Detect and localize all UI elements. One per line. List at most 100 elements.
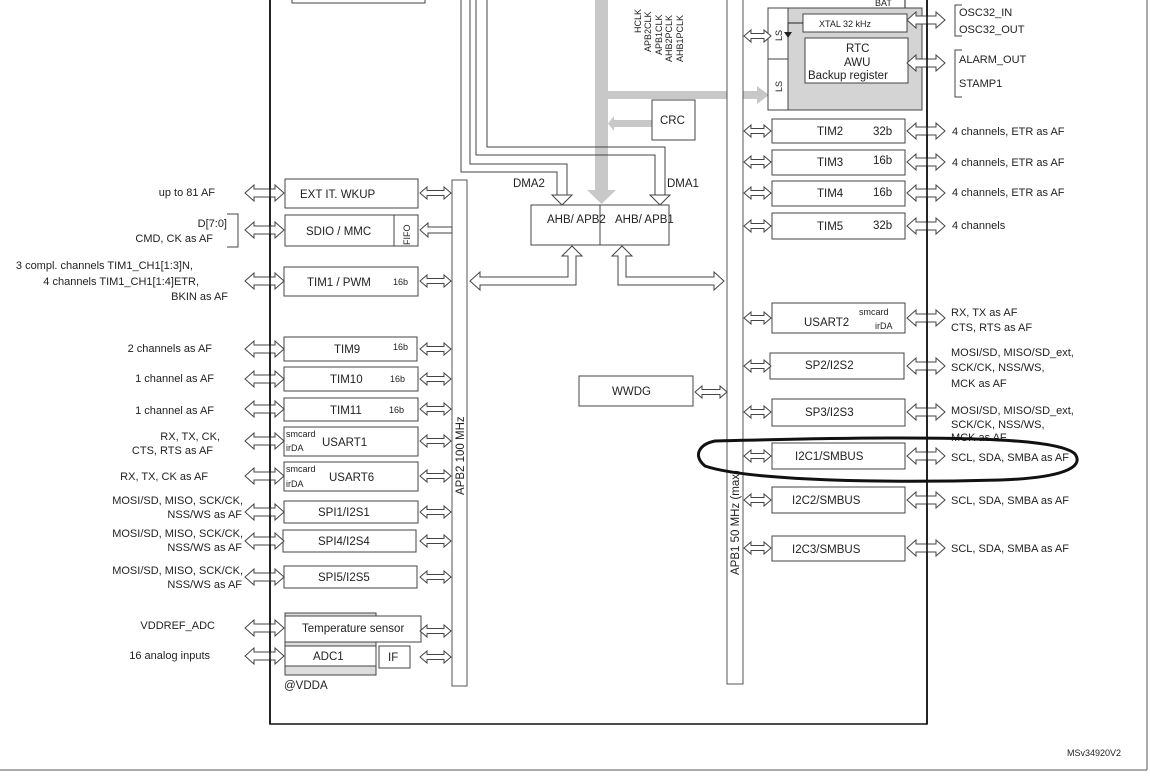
signal-analog: 16 analog inputs (129, 650, 210, 662)
alarm-out: ALARM_OUT (959, 54, 1027, 66)
apb1-bridge-arrow (610, 245, 725, 292)
dma2-label: DMA2 (513, 178, 545, 190)
pin-arrow-tim2 (906, 121, 946, 141)
apb1-arrow-tim2 (743, 123, 772, 139)
i2c1-label: I2C1/SMBUS (795, 451, 864, 463)
i2c3-label: I2C3/SMBUS (792, 544, 861, 556)
adc1-label: ADC1 (313, 651, 344, 663)
signal-tim9: 2 channels as AF (128, 343, 213, 355)
signal-i2c3: SCL, SDA, SMBA as AF (951, 543, 1069, 555)
pin-arrow-vddref (244, 618, 285, 638)
clock-hclk: HCLK (633, 9, 643, 33)
dma1-label: DMA1 (667, 178, 699, 190)
i2c2-label: I2C2/SMBUS (792, 495, 861, 507)
apb2-arrow-usart1 (419, 433, 452, 449)
crc-label: CRC (660, 115, 685, 127)
vdda-label: @VDDA (284, 680, 328, 692)
osc32-in: OSC32_IN (959, 7, 1012, 19)
tim2-label: TIM2 (817, 126, 843, 138)
apb1-arrow-spi2 (743, 358, 772, 374)
xtal-to-rtc-line (787, 22, 803, 32)
pin-arrow-tim9 (244, 339, 285, 359)
pin-arrow-spi2 (906, 356, 946, 376)
ext-it-wkup-label: EXT IT. WKUP (300, 189, 376, 201)
backup-label: Backup register (808, 70, 888, 82)
usart1-block (283, 426, 419, 457)
signal-spi1-1: MOSI/SD, MISO, SCK/CK, (112, 495, 243, 507)
tim1-bits: 16b (393, 277, 408, 287)
usart6-block (283, 461, 419, 492)
pin-arrow-tim4 (906, 183, 946, 203)
stamp1: STAMP1 (959, 78, 1002, 90)
temp-sensor-label: Temperature sensor (302, 623, 404, 635)
signal-spi4-2: NSS/WS as AF (167, 542, 242, 554)
signal-tim2: 4 channels, ETR as AF (952, 126, 1065, 138)
spi2-label: SP2/I2S2 (805, 360, 854, 372)
signal-usart6: RX, TX, CK as AF (120, 471, 208, 483)
usart1-smcard: smcard (286, 429, 316, 439)
signal-spi4-1: MOSI/SD, MISO, SCK/CK, (112, 528, 243, 540)
signal-usart2-2: CTS, RTS as AF (951, 322, 1032, 334)
ahb-apb1-bridge (599, 204, 670, 246)
i2c3-block (771, 535, 906, 562)
usart6-smcard: smcard (286, 464, 316, 474)
clock-apb1clk: APB1CLK (654, 14, 664, 55)
figure-id: MSv34920V2 (1067, 748, 1121, 758)
signal-tim1-1: 3 compl. channels TIM1_CH1[1:3]N, (16, 260, 193, 272)
pin-arrow-usart6 (244, 466, 285, 486)
ahb-apb2-bridge (530, 204, 601, 246)
pin-arrow-i2c2 (906, 490, 946, 510)
dma1-arrowhead (648, 194, 672, 206)
pin-arrow-spi1 (244, 502, 285, 522)
pin-arrow-tim3 (906, 152, 946, 172)
apb1-arrow-wwdg (694, 384, 728, 400)
signal-spi5-2: NSS/WS as AF (167, 579, 242, 591)
signal-sdio-2: CMD, CK as AF (135, 233, 213, 245)
spi4-label: SPI4/I2S4 (318, 536, 370, 548)
pin-arrow-spi4 (244, 531, 285, 551)
tim3-label: TIM3 (817, 157, 843, 169)
usart1-irda: irDA (286, 443, 304, 453)
apb2-arrow-tim10 (419, 371, 452, 387)
temp-sensor-block (284, 615, 422, 643)
pin-arrow-usart2 (906, 308, 946, 328)
signal-ext-it: up to 81 AF (159, 187, 216, 199)
tim3-bits: 16b (873, 155, 892, 167)
signal-spi3-2: SCK/CK, NSS/WS, (951, 419, 1045, 431)
apb1-bus (726, 0, 744, 685)
signal-spi2-1: MOSI/SD, MISO/SD_ext, (951, 347, 1074, 359)
rtc-label: RTC (846, 43, 869, 55)
ls-label-1: LS (774, 30, 784, 41)
signal-spi2-3: MCK as AF (951, 378, 1007, 390)
pin-arrow-osc (906, 10, 946, 30)
tim9-label: TIM9 (334, 344, 360, 356)
signal-sdio-1: D[7:0] (198, 218, 227, 230)
signal-tim1-3: BKIN as AF (171, 291, 228, 303)
signal-i2c2: SCL, SDA, SMBA as AF (951, 495, 1069, 507)
signal-usart1-1: RX, TX, CK, (160, 431, 220, 443)
dma2-arrowhead (550, 194, 574, 206)
pin-arrow-tim10 (244, 369, 285, 389)
apb2-arrow-ext-it (419, 185, 452, 201)
apb2-bus (451, 179, 468, 687)
tim10-bits: 16b (390, 374, 405, 384)
apb2-arrow-temp (419, 623, 452, 639)
clock-labels: HCLK APB2CLK APB1CLK AHB2PCLK AHB1PCLK (633, 9, 685, 62)
apb2-arrow-spi4 (419, 533, 452, 549)
xtal-arrowhead (784, 32, 792, 38)
tim11-label: TIM11 (330, 405, 362, 417)
fifo-label: FIFO (402, 225, 412, 246)
tim5-bits: 32b (873, 220, 892, 232)
signal-i2c1: SCL, SDA, SMBA as AF (951, 452, 1069, 464)
tim10-label: TIM10 (330, 374, 363, 386)
dma-lines (460, 0, 666, 196)
apb1-arrow-i2c1 (743, 448, 772, 464)
apb2-arrow-adc1 (419, 649, 452, 665)
usart2-label: USART2 (804, 317, 849, 329)
usart6-irda: irDA (286, 479, 304, 489)
apb1-arrow-usart2 (743, 310, 772, 326)
spi3-block (771, 398, 906, 427)
tim1-block (283, 266, 419, 297)
adc1-block (284, 645, 377, 667)
tim5-block (771, 212, 906, 240)
